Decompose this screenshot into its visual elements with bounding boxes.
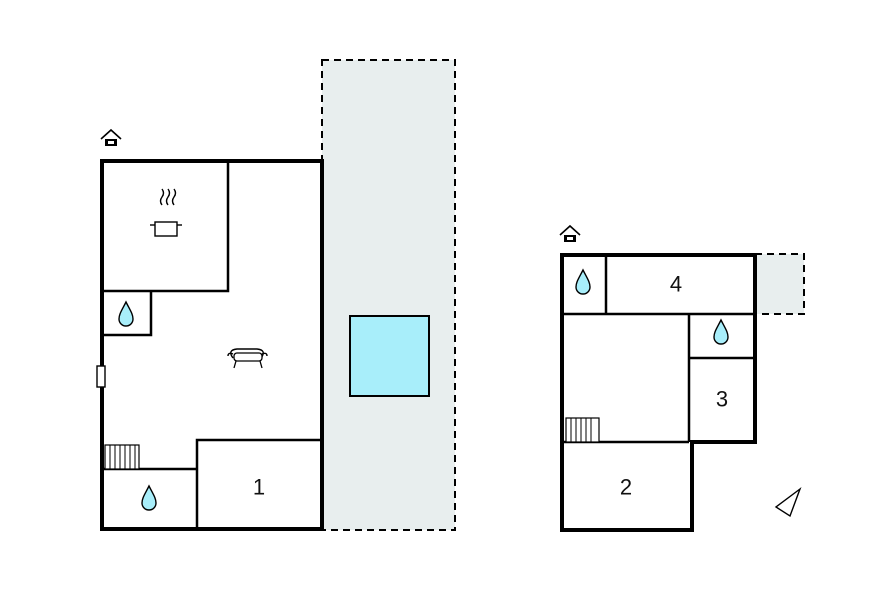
water-drop-icon <box>118 300 134 327</box>
ground-floor: 1 <box>96 159 324 531</box>
room-label-4: 4 <box>670 272 682 297</box>
door <box>96 365 106 388</box>
water-drop-icon <box>575 268 591 295</box>
room-label-2: 2 <box>620 475 632 500</box>
upper-floor: 2 3 4 <box>560 253 757 532</box>
pool <box>349 315 430 397</box>
room-label-1: 1 <box>253 475 265 500</box>
kitchen-wall <box>102 162 230 293</box>
upper-floor-outline <box>560 253 757 532</box>
sofa-icon <box>227 348 268 369</box>
stairs-icon <box>565 417 600 443</box>
north-arrow-icon <box>774 487 802 518</box>
room-1-wall <box>195 438 322 528</box>
water-drop-icon <box>141 484 157 511</box>
entrance-icon <box>559 224 581 242</box>
ground-floor-outline <box>100 159 324 531</box>
kitchen-icon <box>150 188 182 237</box>
entrance-icon <box>100 128 122 146</box>
bath-wall-top <box>102 291 153 337</box>
water-drop-icon <box>713 318 729 345</box>
balcony-area <box>754 253 805 315</box>
terrace-area <box>321 59 456 531</box>
room-label-3: 3 <box>716 387 728 412</box>
stairs-icon <box>104 444 140 470</box>
